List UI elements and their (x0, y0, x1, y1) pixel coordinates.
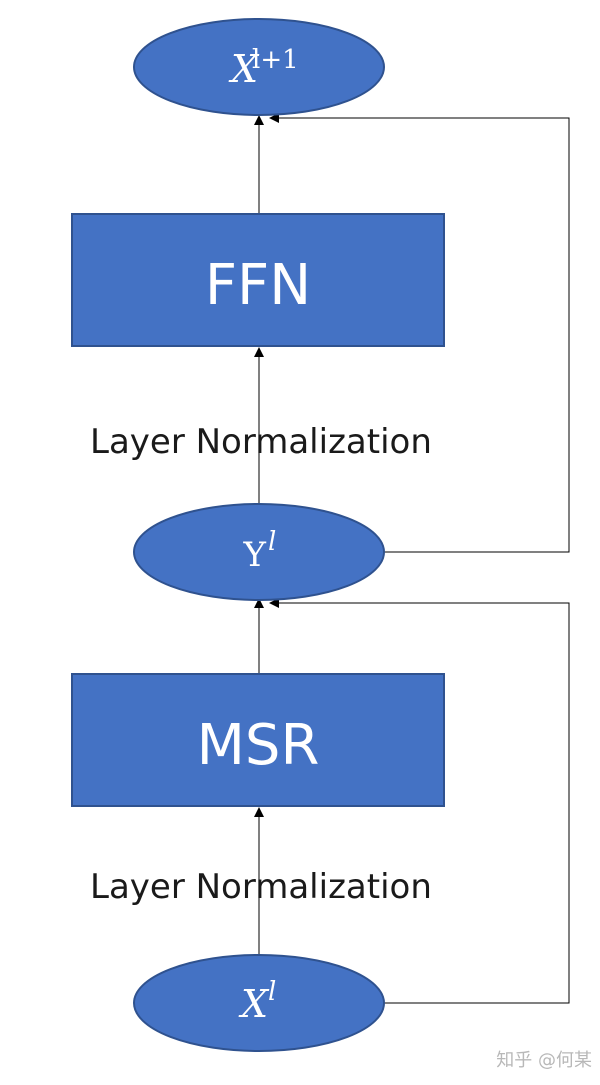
watermark: 知乎 @何某 (496, 1050, 592, 1071)
layer-norm-label-bottom: Layer Normalization (90, 867, 432, 907)
input-node-base: X (238, 982, 270, 1026)
ffn-label: FFN (205, 253, 311, 318)
output-node: X l+1 (133, 18, 385, 116)
middle-node-superscript: l (268, 527, 276, 557)
middle-node: Y l (133, 503, 385, 601)
msr-label: MSR (197, 713, 320, 778)
output-node-base: X (228, 47, 260, 91)
residual-middle-to-output (269, 113, 570, 553)
msr-block: MSR (71, 673, 445, 807)
middle-node-base: Y (243, 535, 267, 575)
ffn-block: FFN (71, 213, 445, 347)
input-node: X l (133, 954, 385, 1052)
input-node-superscript: l (268, 977, 276, 1007)
output-node-superscript: l+1 (252, 45, 299, 75)
layer-norm-label-top: Layer Normalization (90, 422, 432, 462)
residual-input-to-middle (269, 598, 570, 1004)
